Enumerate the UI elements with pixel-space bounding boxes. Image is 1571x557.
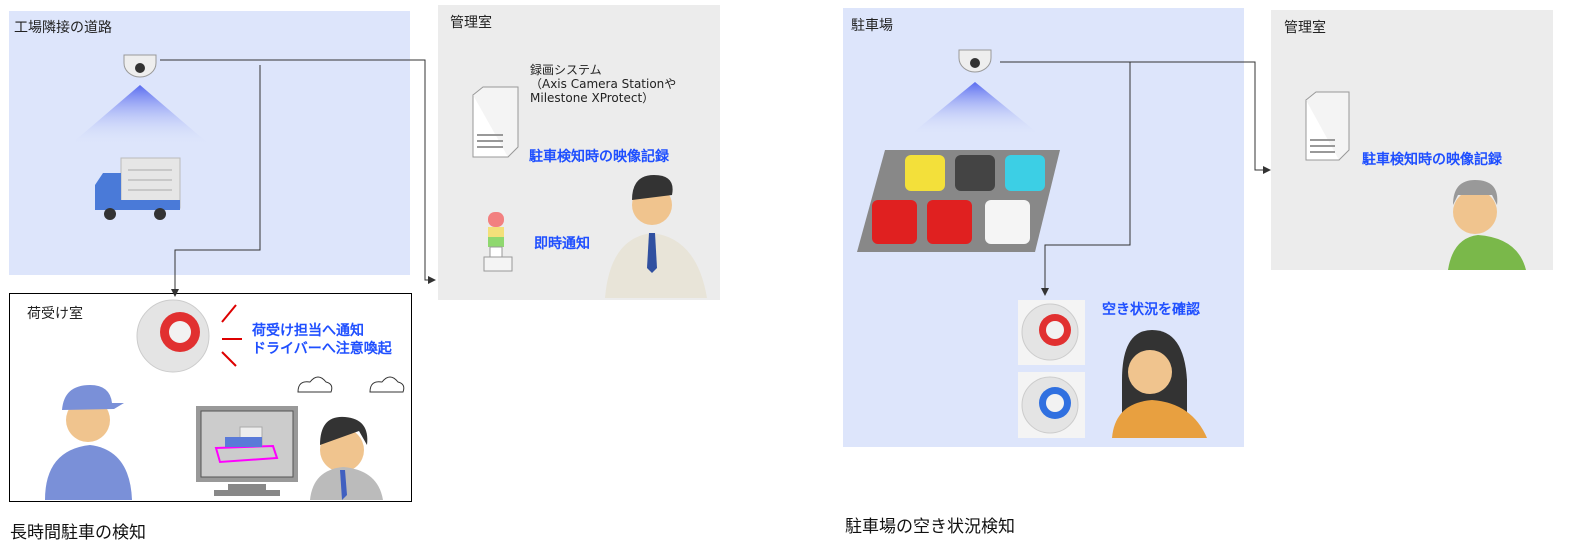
recording-system-line: Milestone XProtect） bbox=[530, 91, 655, 105]
receiving-room-label: 荷受け室 bbox=[27, 306, 83, 322]
connection-lines bbox=[160, 59, 1271, 297]
driver-person-icon bbox=[45, 385, 132, 500]
car-icon bbox=[905, 155, 945, 191]
left-caption: 長時間駐車の検知 bbox=[10, 523, 146, 543]
server-icon bbox=[1305, 91, 1350, 161]
alert-text: 荷受け担当へ通知 ドライバーへ注意喚起 bbox=[252, 322, 392, 358]
car-icon bbox=[1005, 155, 1045, 191]
parking-lot-icon bbox=[857, 150, 1060, 252]
car-icon bbox=[927, 200, 972, 244]
car-icon bbox=[872, 200, 917, 244]
road-label: 工場隣接の道路 bbox=[14, 20, 112, 36]
siren-icon bbox=[136, 299, 242, 373]
car-icon bbox=[955, 155, 995, 191]
check-text: 空き状況を確認 bbox=[1102, 302, 1200, 318]
control-room-label-right: 管理室 bbox=[1284, 20, 1326, 36]
alert-line: ドライバーへ注意喚起 bbox=[252, 341, 392, 357]
truck-icon bbox=[95, 157, 181, 220]
siren-blue-icon bbox=[1018, 372, 1085, 438]
camera-icon bbox=[70, 54, 210, 145]
recording-system-label: 録画システム （Axis Camera Stationや Milestone X… bbox=[530, 63, 676, 105]
recording-system-line: （Axis Camera Stationや bbox=[530, 77, 677, 91]
receiving-room-area bbox=[9, 293, 412, 502]
staff-person-icon bbox=[605, 175, 707, 298]
alert-line: 荷受け担当へ通知 bbox=[252, 323, 364, 339]
recording-system-line: 録画システム bbox=[530, 63, 602, 77]
elderly-person-icon bbox=[1448, 180, 1526, 270]
camera-icon bbox=[910, 49, 1040, 135]
woman-person-icon bbox=[1112, 330, 1207, 438]
recording-text-right: 駐車検知時の映像記録 bbox=[1362, 152, 1502, 168]
signal-tower-icon bbox=[483, 212, 513, 272]
monitor-icon bbox=[196, 406, 298, 496]
angry-person-icon bbox=[297, 376, 405, 500]
parking-label: 駐車場 bbox=[851, 18, 893, 34]
right-caption: 駐車場の空き状況検知 bbox=[845, 517, 1015, 537]
notify-text: 即時通知 bbox=[534, 236, 590, 252]
siren-red-icon bbox=[1018, 300, 1085, 365]
car-icon bbox=[985, 200, 1030, 244]
recording-text: 駐車検知時の映像記録 bbox=[529, 149, 669, 165]
server-icon bbox=[472, 86, 519, 158]
control-room-label: 管理室 bbox=[450, 15, 492, 31]
